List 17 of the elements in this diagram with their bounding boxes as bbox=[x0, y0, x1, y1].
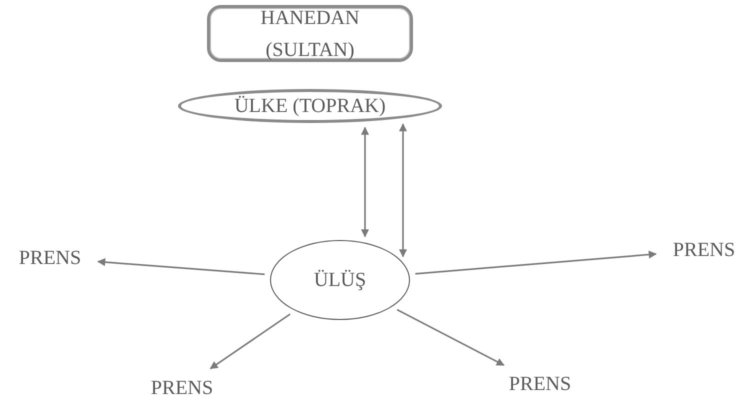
node-label: PRENS bbox=[672, 238, 736, 263]
arrow bbox=[361, 126, 369, 238]
arrow bbox=[399, 123, 407, 258]
arrow bbox=[396, 308, 505, 366]
rounded-box bbox=[207, 5, 413, 62]
ellipse-node bbox=[178, 89, 442, 123]
node-label: PRENS bbox=[508, 372, 572, 397]
node-text: HANEDAN bbox=[260, 6, 360, 30]
node-text: ÜLKE (TOPRAK) bbox=[234, 94, 386, 119]
ellipse-node bbox=[270, 240, 410, 320]
node-label: PRENS bbox=[150, 376, 214, 401]
node-text: ÜLÜŞ bbox=[314, 268, 366, 293]
node-text: (SULTAN) bbox=[266, 38, 354, 62]
arrow bbox=[97, 258, 265, 276]
arrow bbox=[415, 250, 657, 275]
node-label: PRENS bbox=[18, 246, 82, 271]
arrow bbox=[210, 313, 291, 370]
